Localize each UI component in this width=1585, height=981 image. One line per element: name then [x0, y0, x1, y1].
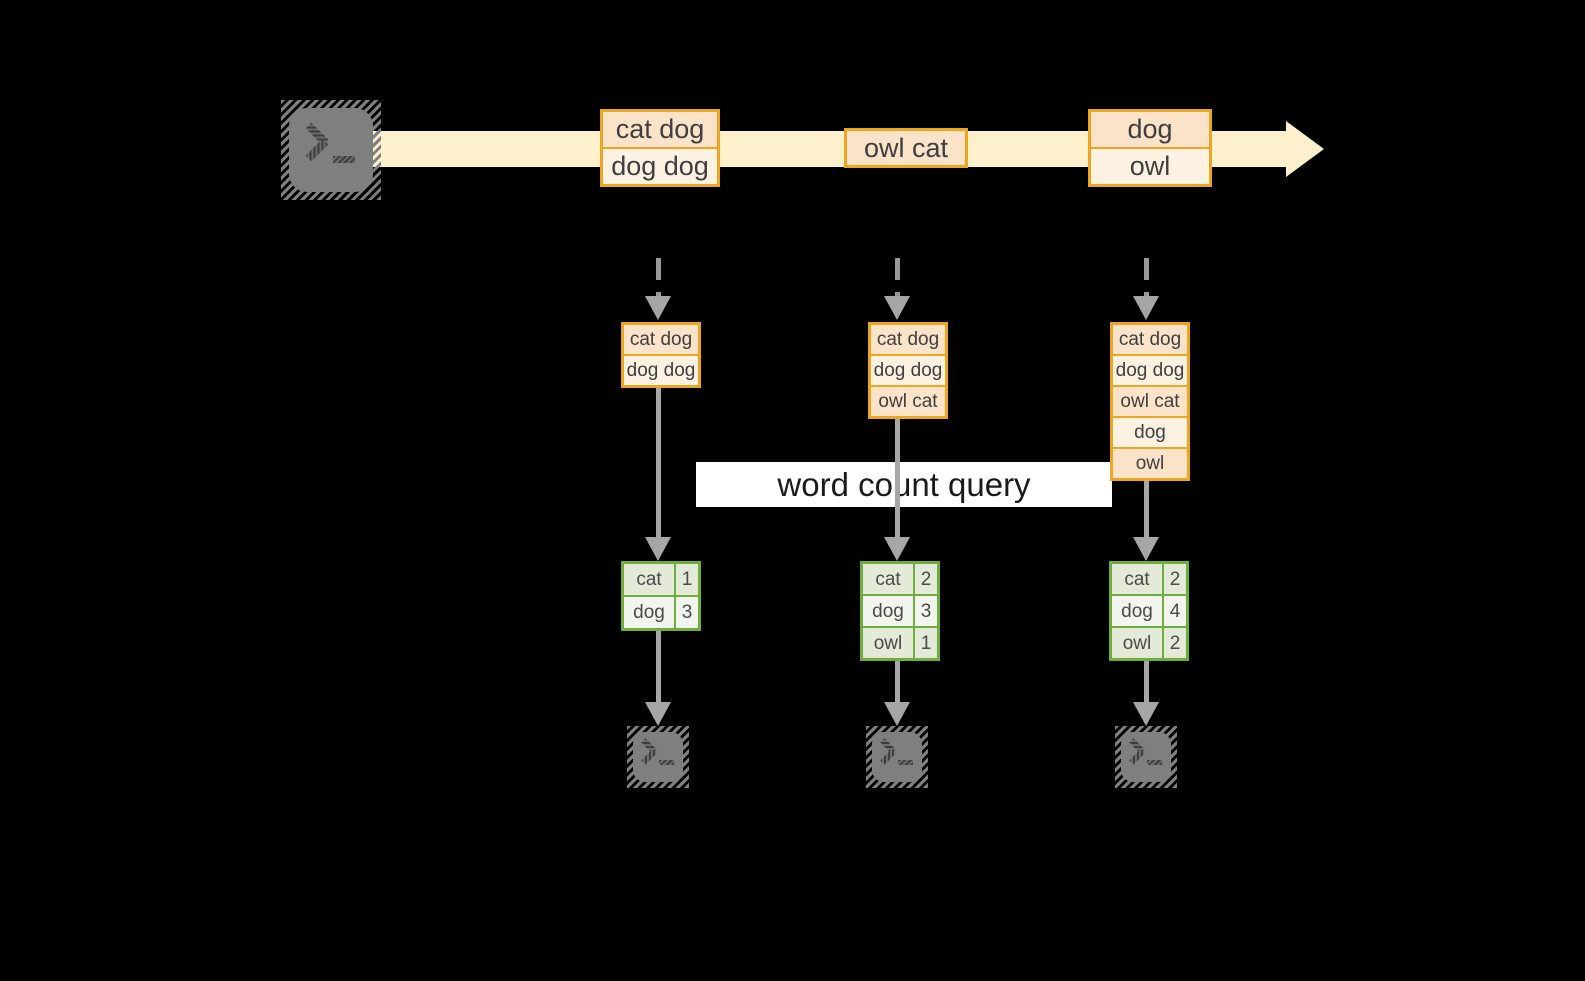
- prompt-cursor-icon: [333, 156, 355, 163]
- flow-arrow-icon: [1133, 481, 1159, 561]
- sink-terminal-icon: [627, 726, 689, 788]
- count-cell: 2: [915, 564, 937, 594]
- word-cell: owl: [863, 628, 913, 658]
- state-line: dog: [1113, 418, 1187, 447]
- dashed-flow-arrow-icon: [645, 258, 671, 320]
- count-cell: 3: [915, 596, 937, 626]
- state-box-2: cat dog dog dog owl cat: [868, 322, 948, 419]
- event-line: dog: [1091, 112, 1209, 147]
- count-cell: 1: [915, 628, 937, 658]
- state-line: owl cat: [1113, 387, 1187, 416]
- word-cell: cat: [863, 564, 913, 594]
- state-line: owl: [1113, 449, 1187, 478]
- flow-arrow-icon: [1133, 661, 1159, 726]
- event-line: cat dog: [603, 112, 717, 147]
- state-box-1: cat dog dog dog: [621, 322, 701, 388]
- event-line: owl cat: [847, 131, 965, 165]
- count-table-1: cat 1 dog 3: [621, 561, 701, 631]
- flow-arrow-icon: [884, 419, 910, 561]
- state-line: dog dog: [624, 356, 698, 385]
- prompt-cursor-icon: [1147, 760, 1162, 765]
- word-count-query-label: word count query: [696, 462, 1112, 507]
- flow-arrow-icon: [884, 661, 910, 726]
- prompt-cursor-icon: [659, 760, 674, 765]
- flow-arrow-icon: [645, 631, 671, 726]
- event-line: owl: [1091, 149, 1209, 184]
- flow-arrow-icon: [645, 388, 671, 561]
- count-table-2: cat 2 dog 3 owl 1: [860, 561, 940, 661]
- state-line: dog dog: [1113, 356, 1187, 385]
- state-line: dog dog: [871, 356, 945, 385]
- source-terminal-icon: [281, 100, 381, 200]
- count-cell: 2: [1164, 628, 1186, 658]
- count-table-3: cat 2 dog 4 owl 2: [1109, 561, 1189, 661]
- event-box-2: owl cat: [844, 128, 968, 168]
- event-box-3: dog owl: [1088, 109, 1212, 187]
- state-line: owl cat: [871, 387, 945, 416]
- word-cell: dog: [624, 597, 674, 628]
- state-line: cat dog: [1113, 325, 1187, 354]
- event-box-1: cat dog dog dog: [600, 109, 720, 187]
- state-line: cat dog: [624, 325, 698, 354]
- word-cell: owl: [1112, 628, 1162, 658]
- count-cell: 2: [1164, 564, 1186, 594]
- dashed-flow-arrow-icon: [1133, 258, 1159, 320]
- stream-arrowhead-icon: [1286, 121, 1324, 177]
- count-cell: 4: [1164, 596, 1186, 626]
- terminal-body: [872, 732, 922, 782]
- sink-terminal-icon: [866, 726, 928, 788]
- count-cell: 1: [676, 564, 698, 595]
- event-line: dog dog: [603, 149, 717, 184]
- state-line: cat dog: [871, 325, 945, 354]
- count-cell: 3: [676, 597, 698, 628]
- terminal-body: [1121, 732, 1171, 782]
- terminal-body: [633, 732, 683, 782]
- word-cell: dog: [863, 596, 913, 626]
- word-cell: dog: [1112, 596, 1162, 626]
- sink-terminal-icon: [1115, 726, 1177, 788]
- prompt-cursor-icon: [898, 760, 913, 765]
- dashed-flow-arrow-icon: [884, 258, 910, 320]
- word-cell: cat: [624, 564, 674, 595]
- terminal-body: [289, 108, 373, 192]
- word-cell: cat: [1112, 564, 1162, 594]
- state-box-3: cat dog dog dog owl cat dog owl: [1110, 322, 1190, 481]
